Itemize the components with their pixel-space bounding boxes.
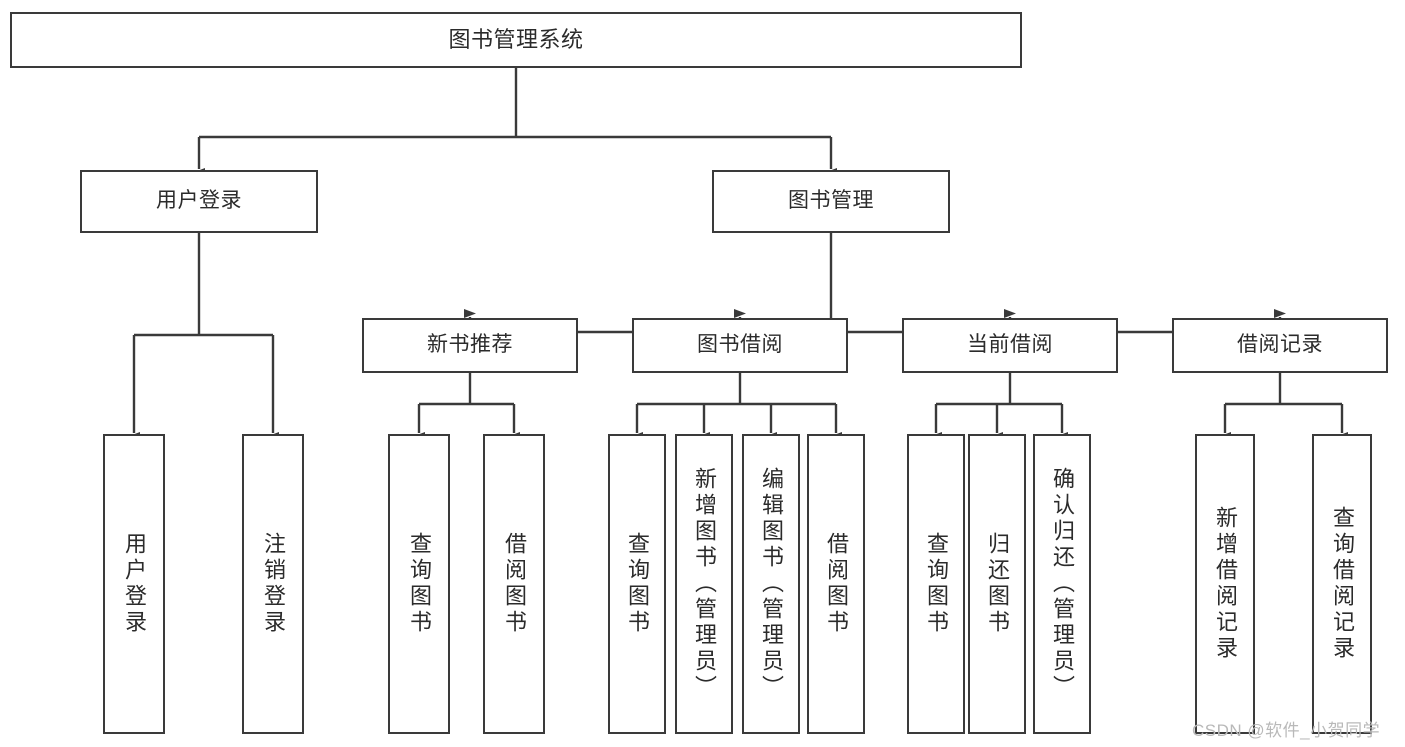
- node-b-lend[interactable]: 借阅图书: [807, 434, 865, 734]
- node-c-return[interactable]: 归还图书: [968, 434, 1026, 734]
- node-label: 用户登录: [156, 189, 242, 213]
- node-label: 借阅图书: [502, 532, 527, 636]
- node-b-query[interactable]: 查询图书: [608, 434, 666, 734]
- node-label: 注销登录: [261, 532, 286, 636]
- node-label: 当前借阅: [967, 333, 1053, 357]
- node-root[interactable]: 图书管理系统: [10, 12, 1022, 68]
- node-records[interactable]: 借阅记录: [1172, 318, 1388, 373]
- node-bookmgmt[interactable]: 图书管理: [712, 170, 950, 233]
- node-label: 图书管理: [788, 189, 874, 213]
- node-label: 新增图书（管理员）: [692, 467, 717, 701]
- node-label: 归还图书: [985, 532, 1010, 636]
- node-label: 查询图书: [924, 532, 949, 636]
- node-n-query[interactable]: 查询图书: [388, 434, 450, 734]
- node-label: 图书管理系统: [448, 27, 584, 53]
- node-r-query[interactable]: 查询借阅记录: [1312, 434, 1372, 734]
- node-label: 图书借阅: [697, 333, 783, 357]
- node-label: 借阅记录: [1237, 333, 1323, 357]
- node-c-confirm[interactable]: 确认归还（管理员）: [1033, 434, 1091, 734]
- node-borrow[interactable]: 图书借阅: [632, 318, 848, 373]
- node-b-add[interactable]: 新增图书（管理员）: [675, 434, 733, 734]
- node-label: 查询图书: [407, 532, 432, 636]
- node-label: 查询借阅记录: [1330, 506, 1355, 662]
- node-label: 用户登录: [122, 532, 147, 636]
- node-login[interactable]: 用户登录: [80, 170, 318, 233]
- node-label: 新增借阅记录: [1213, 506, 1238, 662]
- node-label: 新书推荐: [427, 333, 513, 357]
- node-label: 确认归还（管理员）: [1050, 467, 1075, 701]
- watermark: CSDN @软件_小贺同学: [1192, 721, 1381, 740]
- node-b-edit[interactable]: 编辑图书（管理员）: [742, 434, 800, 734]
- node-label: 借阅图书: [824, 532, 849, 636]
- node-n-borrow[interactable]: 借阅图书: [483, 434, 545, 734]
- node-current[interactable]: 当前借阅: [902, 318, 1118, 373]
- node-r-add[interactable]: 新增借阅记录: [1195, 434, 1255, 734]
- node-c-query[interactable]: 查询图书: [907, 434, 965, 734]
- node-label: 编辑图书（管理员）: [759, 467, 784, 701]
- node-label: 查询图书: [625, 532, 650, 636]
- node-l-logout[interactable]: 注销登录: [242, 434, 304, 734]
- node-l-login[interactable]: 用户登录: [103, 434, 165, 734]
- node-newrec[interactable]: 新书推荐: [362, 318, 578, 373]
